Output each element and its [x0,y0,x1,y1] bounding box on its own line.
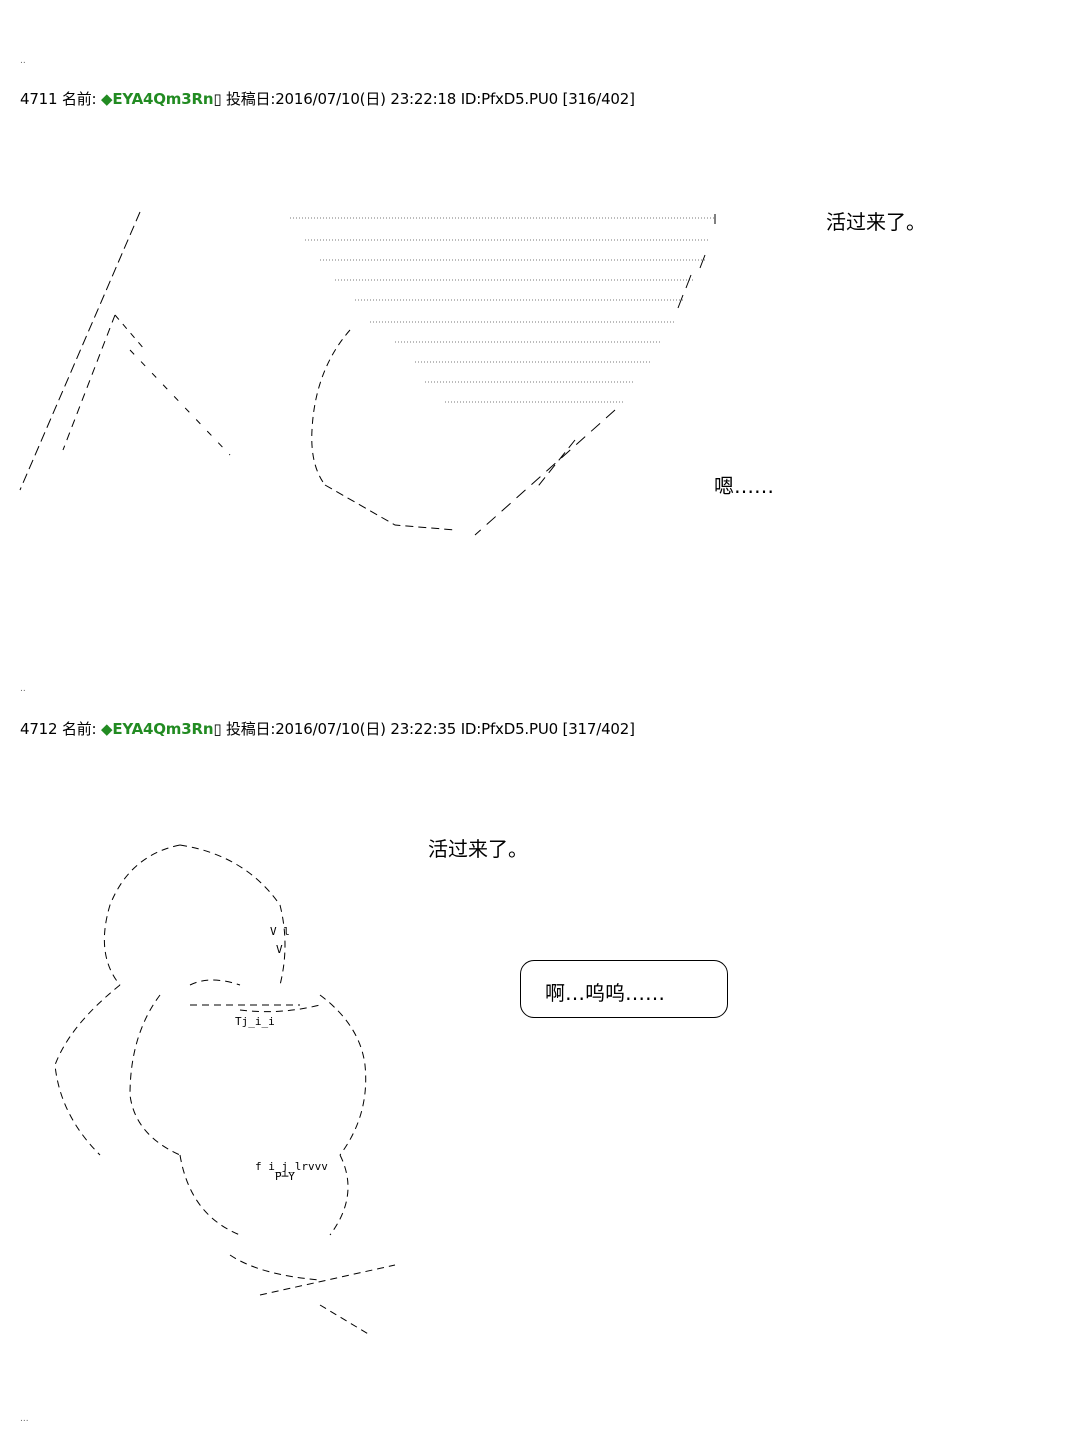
post-date: 2016/07/10(日) 23:22:18 [275,90,457,108]
name-label: 名前: [61,90,97,108]
post-count: [316/402] [562,90,635,108]
post-date: 2016/07/10(日) 23:22:35 [275,720,457,738]
dialog-text: 活过来了。 [826,210,926,234]
svg-text:V: V [276,943,283,956]
separator-dots: .. [20,56,26,66]
dialog-text: 嗯…… [714,474,774,498]
dialog-text: 活过来了。 [428,837,528,861]
bubble-text: 啊…呜呜…… [545,981,665,1005]
box-glyph: ▯ [213,720,222,738]
svg-text:P┴Y: P┴Y [275,1169,295,1183]
poster-id[interactable]: ID:PfxD5.PU0 [460,90,558,108]
post-number: 4712 [20,720,58,738]
date-label: 投稿日: [225,90,276,108]
box-glyph: ▯ [213,90,222,108]
name-label: 名前: [61,720,97,738]
ascii-art-scene-2: V l V Tj_i_i f i_j_lrvvv P┴Y [54,844,396,1336]
post-number: 4711 [20,90,58,108]
date-label: 投稿日: [225,720,276,738]
poster-trip[interactable]: ◆EYA4Qm3Rn [101,720,214,738]
separator-dots: ... [20,1414,29,1424]
poster-trip[interactable]: ◆EYA4Qm3Rn [101,90,214,108]
post-header: 4711 名前: ◆EYA4Qm3Rn▯ 投稿日:2016/07/10(日) 2… [20,88,635,109]
poster-id[interactable]: ID:PfxD5.PU0 [460,720,558,738]
speech-bubble: 啊…呜呜…… [520,960,728,1018]
post-header: 4712 名前: ◆EYA4Qm3Rn▯ 投稿日:2016/07/10(日) 2… [20,718,635,739]
separator-dots: .. [20,684,26,694]
post-count: [317/402] [562,720,635,738]
ascii-art-scene-1 [19,211,716,536]
svg-text:Tj_i_i: Tj_i_i [235,1015,275,1028]
svg-text:f i_j_lrvvv: f i_j_lrvvv [255,1160,328,1173]
svg-text:V l: V l [270,925,290,938]
